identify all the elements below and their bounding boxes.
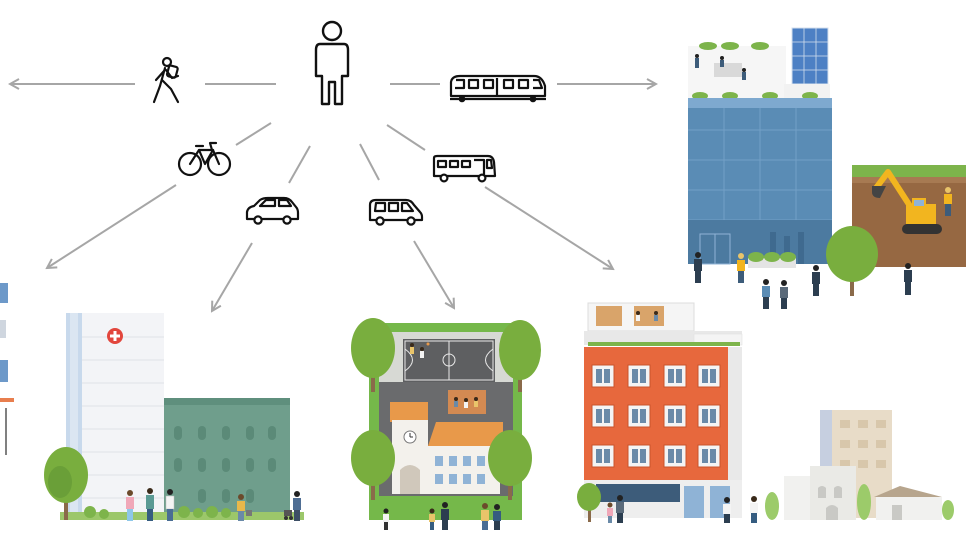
tree <box>488 430 532 500</box>
tree <box>351 318 395 392</box>
office-construction-scene <box>688 27 966 309</box>
bus-icon <box>432 154 497 183</box>
hospital-building <box>82 313 164 520</box>
person-icon <box>314 20 350 106</box>
pedestrian-icon <box>152 56 180 104</box>
excavator-icon <box>872 169 942 234</box>
tree <box>826 226 878 296</box>
arrow-car-tail <box>288 145 311 184</box>
tree <box>44 447 88 520</box>
car-icon <box>245 196 300 225</box>
arrow-van-tail <box>359 143 380 181</box>
partial-building-left <box>0 283 14 455</box>
hospital-scene <box>44 313 304 521</box>
hospital-cross-icon <box>107 328 123 344</box>
school-main <box>428 446 500 494</box>
arrow-van <box>413 240 454 308</box>
train-icon <box>449 74 547 103</box>
van-icon <box>368 198 424 226</box>
tree <box>499 320 541 392</box>
arrow-car <box>212 242 253 311</box>
people-group <box>383 502 501 530</box>
arrow-bike-tail <box>235 122 272 146</box>
apartment-scene <box>577 302 954 523</box>
arrows <box>10 84 656 311</box>
people-group <box>694 252 912 309</box>
tree <box>577 483 601 522</box>
arrow-bike <box>47 184 177 268</box>
people-group <box>126 488 301 521</box>
arrow-bus-tail <box>386 124 426 151</box>
bicycle-icon <box>177 141 232 177</box>
tree <box>351 430 395 500</box>
people-group <box>607 495 758 523</box>
arrow-bus <box>484 186 613 269</box>
school-clock-icon <box>403 430 417 444</box>
school-scene <box>351 318 541 530</box>
